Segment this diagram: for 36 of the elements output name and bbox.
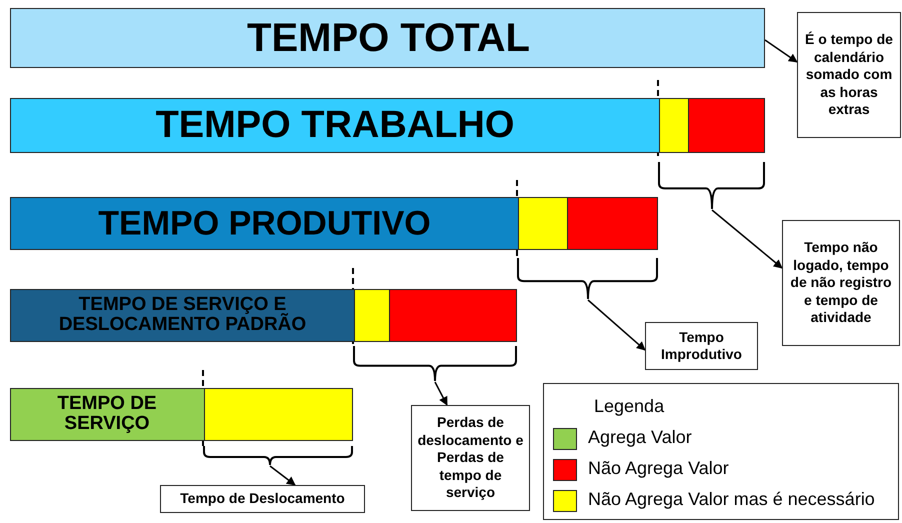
time-bar xyxy=(10,197,658,250)
legend-text: Agrega Valor xyxy=(588,427,692,448)
bar-label: TEMPO PRODUTIVO xyxy=(97,204,432,242)
note-box xyxy=(797,12,901,138)
bar-segment xyxy=(389,290,516,341)
bar-segment xyxy=(518,198,568,249)
bar-segment xyxy=(688,99,764,152)
arrow xyxy=(588,299,646,351)
note-text: Tempo não logado, tempo de não registro e tempo de atividade xyxy=(789,239,893,327)
bar-label: TEMPO TRABALHO xyxy=(154,104,516,146)
arrow xyxy=(270,465,296,486)
arrow xyxy=(764,39,798,63)
note-text: Tempo de Deslocamento xyxy=(180,490,345,508)
time-bar xyxy=(10,8,765,68)
note-box xyxy=(160,485,365,513)
bar-label: TEMPO TOTAL xyxy=(246,16,531,60)
bar-segment xyxy=(659,99,689,152)
legend-text: Não Agrega Valor xyxy=(588,458,729,479)
bar-segment xyxy=(204,389,352,440)
note-box xyxy=(411,405,530,511)
arrow xyxy=(434,382,448,406)
time-bar xyxy=(10,289,517,342)
note-box xyxy=(645,322,758,370)
legend-text: Não Agrega Valor mas é necessário xyxy=(588,489,875,510)
time-bar xyxy=(10,98,765,153)
note-box xyxy=(782,220,900,346)
bar-segment xyxy=(567,198,657,249)
time-bar xyxy=(10,388,353,441)
bar-label: TEMPO DE SERVIÇO xyxy=(56,394,158,436)
note-text: Perdas de deslocamento e Perdas de tempo de serviço xyxy=(416,414,524,502)
note-text: Tempo Improdutivo xyxy=(660,328,743,364)
legend-title: Legenda xyxy=(594,396,664,417)
bar-segment xyxy=(354,290,390,341)
bar-label: TEMPO DE SERVIÇO E DESLOCAMENTO PADRÃO xyxy=(58,294,308,336)
arrow xyxy=(712,209,783,269)
note-text: É o tempo de calendário somado com as horas extras xyxy=(804,31,894,119)
